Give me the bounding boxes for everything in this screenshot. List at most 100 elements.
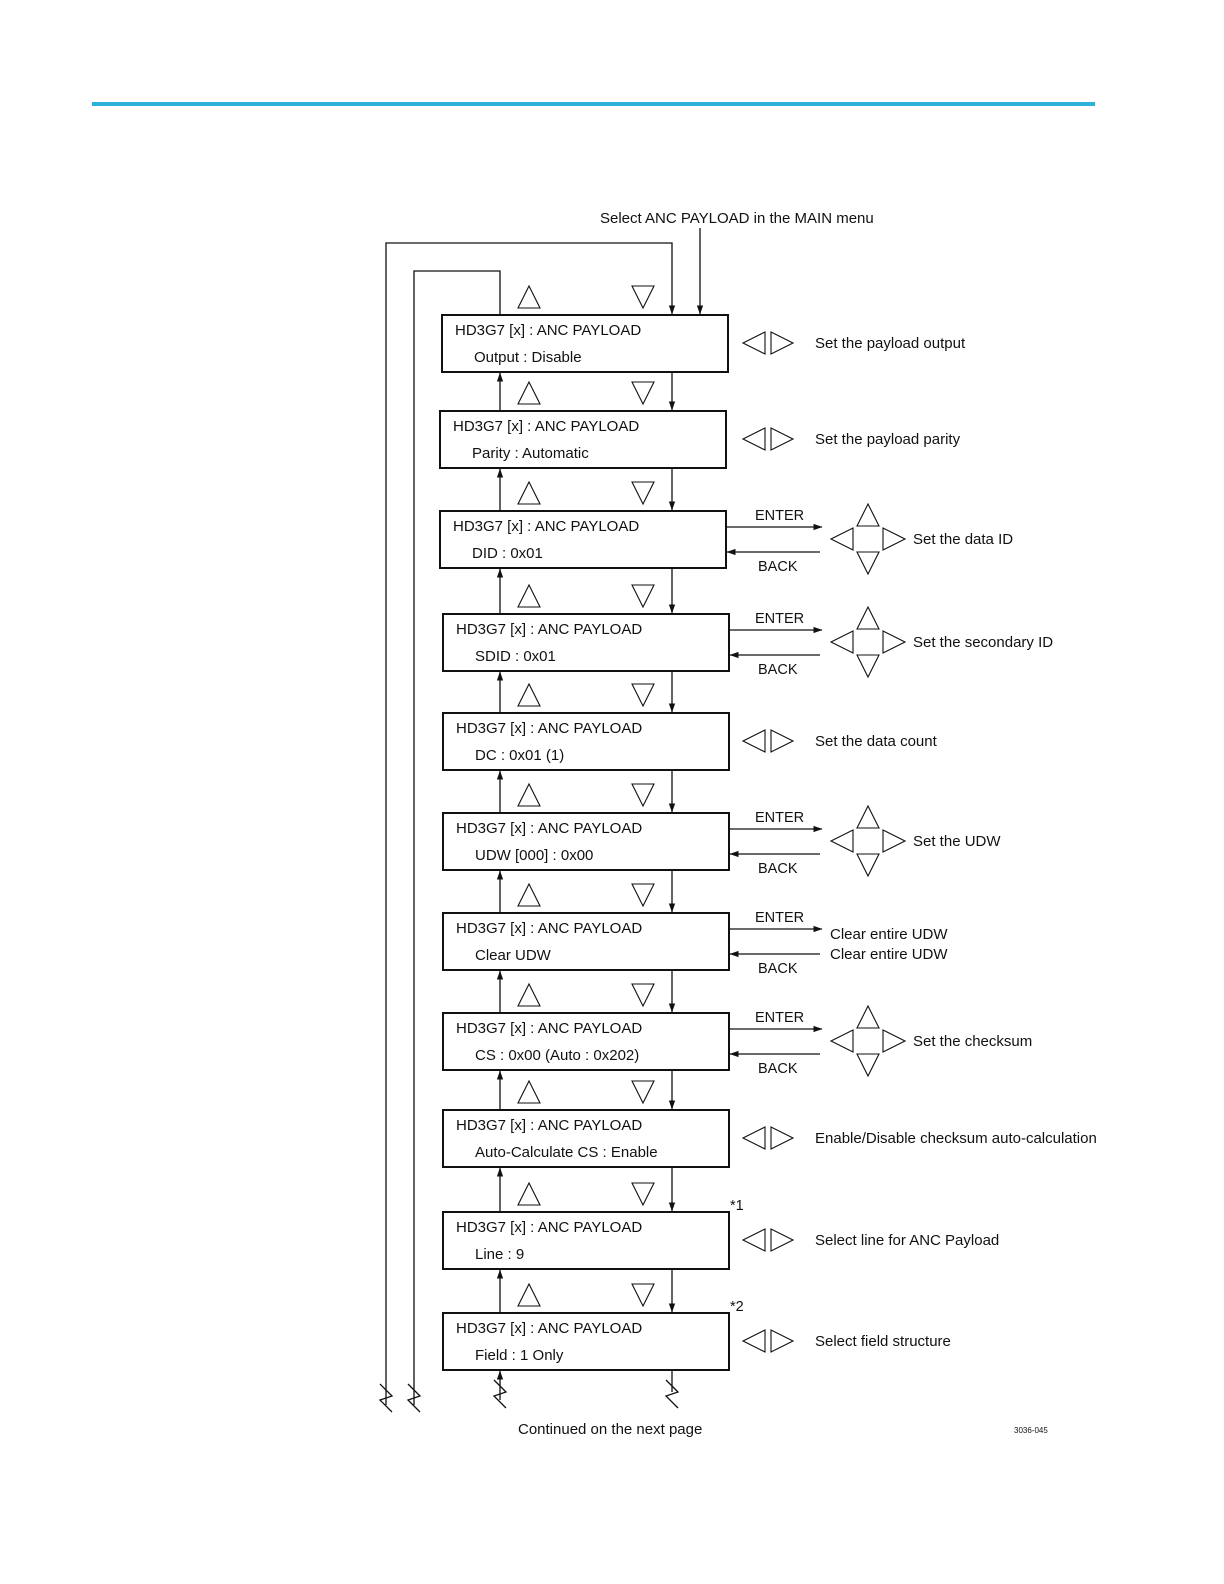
- up-arrow-icon: [517, 380, 541, 405]
- menu-box-value: CS : 0x00 (Auto : 0x202): [475, 1047, 639, 1064]
- down-arrow-icon: [631, 983, 655, 1008]
- menu-box-frame: [441, 314, 729, 373]
- right-arrow-icon: [770, 427, 795, 451]
- left-arrow-icon: [829, 527, 854, 551]
- right-arrow-icon: [882, 527, 907, 551]
- menu-box-value: Clear UDW: [475, 947, 552, 964]
- loop-lines: [378, 228, 704, 1413]
- menu-box-title: HD3G7 [x] : ANC PAYLOAD: [456, 1117, 642, 1134]
- down-arrow-icon: [631, 584, 655, 609]
- back-label: BACK: [758, 961, 798, 977]
- up-arrow-icon: [517, 583, 541, 608]
- menu-box-value: Line : 9: [475, 1246, 524, 1263]
- menu-box-title: HD3G7 [x] : ANC PAYLOAD: [456, 621, 642, 638]
- outer-loop-break-icon: [378, 1383, 394, 1413]
- figure-id: 3036-045: [1014, 1426, 1048, 1435]
- setting-description: Set the data count: [815, 733, 938, 750]
- left-arrow-icon: [741, 729, 766, 753]
- left-arrow-icon: [741, 331, 766, 355]
- left-arrow-icon: [741, 1329, 766, 1353]
- outer-loop-line: [385, 242, 676, 1405]
- back-label: BACK: [758, 662, 798, 678]
- up-arrow-icon: [517, 1181, 541, 1206]
- menu-box-8: HD3G7 [x] : ANC PAYLOAD CS : 0x00 (Auto :…: [442, 982, 1032, 1110]
- up-arrow-icon: [517, 1079, 541, 1104]
- footnote-marker: *2: [730, 1299, 744, 1315]
- back-label: BACK: [758, 861, 798, 877]
- down-arrow-icon: [631, 1283, 655, 1308]
- down-arrow-icon: [631, 285, 655, 310]
- down-arrow-icon: [631, 1182, 655, 1207]
- menu-box-frame: [442, 1012, 730, 1071]
- setting-description-back: Clear entire UDW: [830, 946, 948, 963]
- left-arrow-icon: [741, 1228, 766, 1252]
- right-arrow-icon: [770, 1126, 795, 1150]
- setting-description: Clear entire UDW: [830, 926, 948, 943]
- menu-box-11: HD3G7 [x] : ANC PAYLOAD Field : 1 Only *2S…: [442, 1282, 951, 1371]
- right-arrow-icon: [882, 1029, 907, 1053]
- menu-box-title: HD3G7 [x] : ANC PAYLOAD: [453, 418, 639, 435]
- menu-box-frame: [442, 912, 730, 971]
- setting-description: Set the UDW: [913, 833, 1001, 850]
- back-label: BACK: [758, 1061, 798, 1077]
- menu-box-title: HD3G7 [x] : ANC PAYLOAD: [456, 1219, 642, 1236]
- entry-label: Select ANC PAYLOAD in the MAIN menu: [600, 210, 874, 227]
- setting-description: Set the payload parity: [815, 431, 961, 448]
- down-arrow-icon: [631, 683, 655, 708]
- up-arrow-icon: [517, 1282, 541, 1307]
- right-arrow-icon: [770, 1228, 795, 1252]
- continue-break-icon: [664, 1379, 680, 1409]
- continued-label: Continued on the next page: [518, 1421, 702, 1438]
- down-arrow-icon: [856, 654, 880, 679]
- setting-description: Select line for ANC Payload: [815, 1232, 999, 1249]
- menu-box-value: SDID : 0x01: [475, 648, 556, 665]
- down-arrow-icon: [856, 853, 880, 878]
- left-arrow-icon: [829, 829, 854, 853]
- up-arrow-icon: [517, 982, 541, 1007]
- setting-description: Set the payload output: [815, 335, 966, 352]
- enter-label: ENTER: [755, 508, 804, 524]
- right-arrow-icon: [770, 331, 795, 355]
- down-arrow-icon: [856, 1053, 880, 1078]
- menu-box-frame: [442, 1109, 730, 1168]
- menu-box-title: HD3G7 [x] : ANC PAYLOAD: [456, 1320, 642, 1337]
- menu-box-frame: [442, 1312, 730, 1371]
- down-arrow-icon: [631, 783, 655, 808]
- up-arrow-icon: [517, 682, 541, 707]
- menu-box-7: HD3G7 [x] : ANC PAYLOAD Clear UDW ENTER BAC…: [442, 882, 948, 1013]
- menu-box-title: HD3G7 [x] : ANC PAYLOAD: [455, 322, 641, 339]
- menu-box-value: DC : 0x01 (1): [475, 747, 564, 764]
- setting-description: Enable/Disable checksum auto-calculation: [815, 1130, 1097, 1147]
- enter-label: ENTER: [755, 810, 804, 826]
- up-arrow-icon: [517, 480, 541, 505]
- menu-box-frame: [442, 812, 730, 871]
- menu-box-9: HD3G7 [x] : ANC PAYLOAD Auto-Calculate CS…: [442, 1079, 1097, 1212]
- menu-box-title: HD3G7 [x] : ANC PAYLOAD: [456, 720, 642, 737]
- menu-box-title: HD3G7 [x] : ANC PAYLOAD: [453, 518, 639, 535]
- up-arrow-icon: [856, 1004, 880, 1029]
- up-arrow-icon: [517, 882, 541, 907]
- menu-box-value: Field : 1 Only: [475, 1347, 564, 1364]
- up-arrow-icon: [517, 284, 541, 309]
- setting-description: Set the secondary ID: [913, 634, 1053, 651]
- setting-description: Select field structure: [815, 1333, 951, 1350]
- header-rule: [92, 102, 1095, 106]
- menu-box-frame: [442, 712, 730, 771]
- menu-box-title: HD3G7 [x] : ANC PAYLOAD: [456, 820, 642, 837]
- menu-box-value: Auto-Calculate CS : Enable: [475, 1144, 658, 1161]
- right-arrow-icon: [770, 729, 795, 753]
- menu-box-frame: [439, 510, 727, 569]
- left-arrow-icon: [741, 427, 766, 451]
- up-arrow-icon: [856, 605, 880, 630]
- menu-box-title: HD3G7 [x] : ANC PAYLOAD: [456, 920, 642, 937]
- enter-label: ENTER: [755, 1010, 804, 1026]
- menu-box-title: HD3G7 [x] : ANC PAYLOAD: [456, 1020, 642, 1037]
- enter-label: ENTER: [755, 910, 804, 926]
- left-arrow-icon: [829, 1029, 854, 1053]
